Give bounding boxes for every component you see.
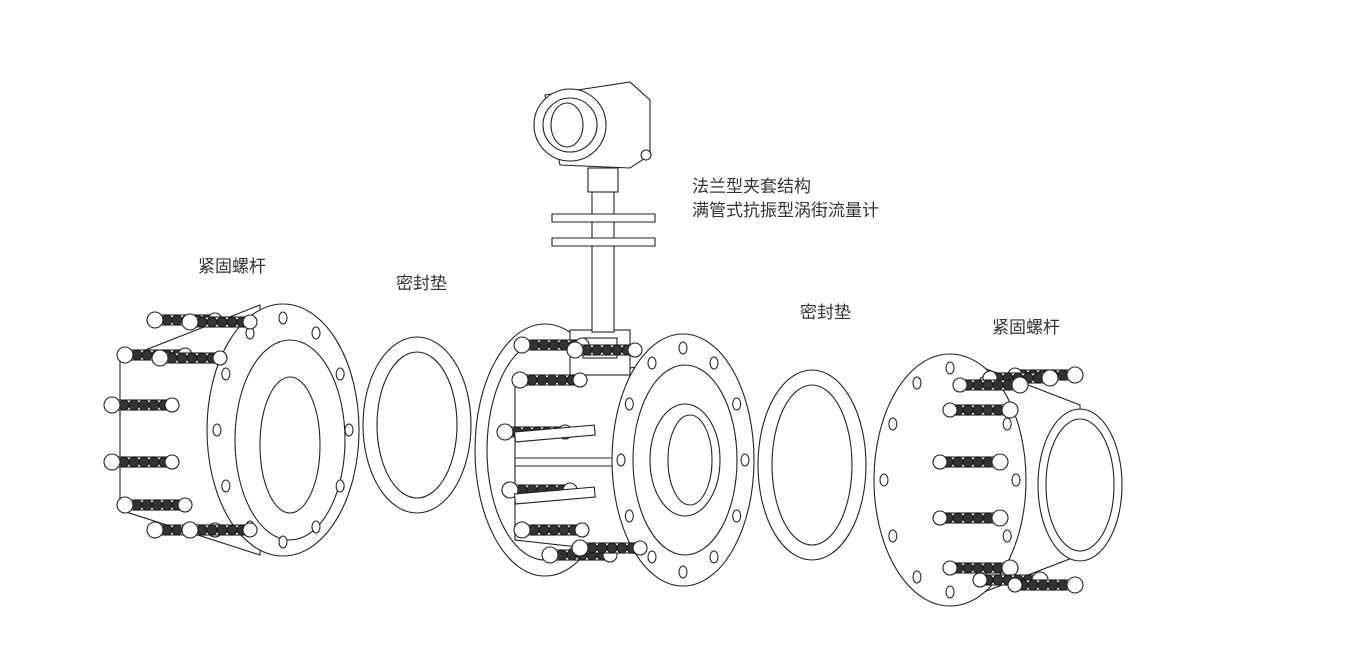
- label-left-bolts: 紧固螺杆: [198, 257, 266, 277]
- bolt: [103, 453, 180, 471]
- bolt-hole: [945, 361, 955, 375]
- bolt: [116, 496, 193, 514]
- title-line-2: 满管式抗振型涡街流量计: [692, 201, 879, 221]
- bolt-hole: [278, 535, 288, 549]
- bolt-hole: [912, 376, 922, 390]
- left-gasket: [362, 336, 472, 514]
- bolt-hole: [1002, 417, 1012, 431]
- bolt: [932, 509, 1009, 527]
- bolt: [513, 521, 590, 539]
- bolt-hole: [278, 311, 288, 325]
- bolt: [181, 521, 258, 539]
- bolt: [511, 371, 588, 389]
- bolt: [952, 376, 1029, 394]
- bolt: [571, 539, 648, 557]
- bolt-hole: [335, 479, 345, 493]
- bolt-hole: [678, 565, 688, 579]
- bolt-hole: [888, 417, 898, 431]
- bolt-hole: [945, 585, 955, 599]
- bolt-hole: [912, 570, 922, 584]
- bolt: [151, 349, 228, 367]
- bolt-hole: [616, 453, 626, 467]
- label-left-gasket: 密封垫: [396, 274, 447, 294]
- bolt: [566, 341, 643, 359]
- bolt-hole: [879, 473, 889, 487]
- bolt-hole: [732, 397, 742, 411]
- bolt-hole: [344, 423, 354, 437]
- bolt: [942, 559, 1019, 577]
- bolt-hole: [709, 356, 719, 370]
- bolt-hole: [1002, 529, 1012, 543]
- bolt-hole: [624, 509, 634, 523]
- label-right-gasket: 密封垫: [800, 303, 851, 323]
- bolt-hole: [311, 520, 321, 534]
- bolt-hole: [888, 529, 898, 543]
- bolt-hole: [678, 341, 688, 355]
- bolt-hole: [732, 509, 742, 523]
- bolt-hole: [709, 550, 719, 564]
- bolt: [1007, 576, 1084, 594]
- label-right-bolts: 紧固螺杆: [992, 318, 1060, 338]
- bolt-hole: [647, 550, 657, 564]
- bolt-hole: [335, 367, 345, 381]
- bolt-hole: [740, 453, 750, 467]
- bolt: [181, 313, 258, 331]
- left-bolt-flange: [103, 303, 360, 557]
- right-bolt-flange: [873, 353, 1123, 607]
- bolt: [942, 401, 1019, 419]
- title-line-1: 法兰型夹套结构: [692, 177, 811, 197]
- bolt-hole: [624, 397, 634, 411]
- bolt-hole: [221, 367, 231, 381]
- bolt: [103, 396, 180, 414]
- bolt-hole: [311, 326, 321, 340]
- bolt-hole: [212, 423, 222, 437]
- bolt-hole: [647, 356, 657, 370]
- vortex-flowmeter-body: [474, 81, 755, 587]
- bolt-hole: [1011, 473, 1021, 487]
- bolt-hole: [221, 479, 231, 493]
- right-gasket: [757, 369, 867, 561]
- bolt: [932, 453, 1009, 471]
